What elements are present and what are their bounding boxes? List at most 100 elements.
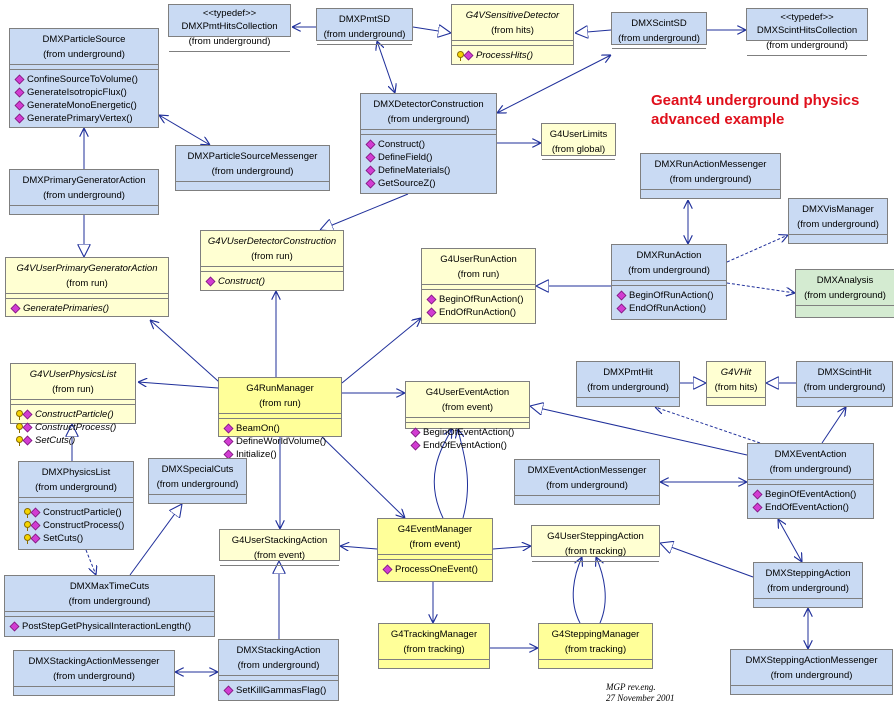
- class-stereotype: <<typedef>>: [202, 8, 257, 19]
- class-box-steppingManager[interactable]: G4SteppingManager (from tracking): [538, 623, 653, 669]
- key-icon: [16, 422, 23, 433]
- class-package: (from run): [251, 251, 293, 262]
- public-method-icon: [30, 520, 41, 531]
- class-package: (from tracking): [403, 644, 465, 655]
- operation-name: BeginOfRunAction(): [629, 290, 714, 301]
- class-box-trackingManager[interactable]: G4TrackingManager (from tracking): [378, 623, 490, 669]
- class-box-scintSD[interactable]: DMXScintSD(from underground): [611, 12, 707, 49]
- class-box-userRunAction[interactable]: G4UserRunAction(from run)BeginOfRunActio…: [421, 248, 536, 324]
- relation-runmanager-eventmanager: [321, 436, 405, 518]
- class-header: G4RunManager(from run): [219, 378, 341, 413]
- class-package: (from run): [259, 398, 301, 409]
- class-box-pmtHit[interactable]: DMXPmtHit(from underground): [576, 361, 680, 407]
- class-box-runAction[interactable]: DMXRunAction(from underground)BeginOfRun…: [611, 244, 727, 320]
- class-box-userEventAction[interactable]: G4UserEventAction(from event) BeginOfEven…: [405, 381, 530, 451]
- public-method-icon: [365, 152, 376, 163]
- class-header: G4UserEventAction(from event): [406, 382, 529, 417]
- class-name: DMXSpecialCuts: [161, 464, 234, 475]
- class-name: G4UserSteppingAction: [547, 531, 644, 542]
- attributes-compartment: [14, 686, 174, 691]
- attributes-compartment: [542, 159, 615, 164]
- relation-source-messenger-link: [159, 115, 210, 145]
- class-header: G4UserStackingAction(from event): [220, 530, 339, 565]
- class-package: (from underground): [803, 382, 886, 393]
- class-name: DMXScintHit: [817, 367, 872, 378]
- class-box-particleSource[interactable]: DMXParticleSource(from underground)Confi…: [9, 28, 159, 128]
- class-header: G4EventManager(from event): [378, 519, 492, 554]
- class-package: (from underground): [766, 40, 848, 51]
- public-method-icon: [9, 621, 20, 632]
- operation-name: Initialize(): [236, 449, 277, 460]
- attributes-compartment: [219, 413, 341, 418]
- class-box-vHit[interactable]: G4VHit(from hits): [706, 361, 766, 406]
- title-line-2: advanced example: [651, 111, 785, 128]
- relation-eventaction-to-pmthit: [655, 407, 761, 444]
- public-method-icon: [365, 139, 376, 150]
- class-box-eventAction[interactable]: DMXEventAction(from underground)BeginOfE…: [747, 443, 874, 519]
- class-box-detectorConstruction[interactable]: DMXDetectorConstruction(from underground…: [360, 93, 497, 194]
- class-box-userStackingAction[interactable]: G4UserStackingAction(from event): [219, 529, 340, 566]
- attributes-compartment: [219, 675, 338, 680]
- class-box-maxTimeCuts[interactable]: DMXMaxTimeCuts(from underground)PostStep…: [4, 575, 215, 637]
- operation: ConstructProcess(): [16, 421, 131, 434]
- class-box-physicsList[interactable]: DMXPhysicsList(from underground)Construc…: [18, 461, 134, 550]
- operation-name: SetCuts(): [35, 435, 76, 446]
- relation-physicslist-to-maxtimecuts: [85, 549, 96, 575]
- class-box-stackingActionMessenger[interactable]: DMXStackingActionMessenger(from undergro…: [13, 650, 175, 696]
- attributes-compartment: [539, 659, 652, 664]
- class-box-analysis[interactable]: DMXAnalysis(from underground): [795, 269, 894, 318]
- class-box-scintHit[interactable]: DMXScintHit (from underground): [796, 361, 893, 407]
- operation: BeginOfEventAction(): [752, 488, 869, 501]
- class-name: G4TrackingManager: [390, 629, 478, 640]
- class-box-pmtHitsCollection[interactable]: <<typedef>>DMXPmtHitsCollection(from und…: [168, 4, 291, 52]
- operation: BeginOfEventAction(): [410, 426, 525, 439]
- class-package: (from tracking): [564, 644, 627, 655]
- public-method-icon: [616, 290, 627, 301]
- class-package: (from underground): [804, 290, 886, 301]
- diagram-title: Geant4 underground physics advanced exam…: [651, 91, 859, 129]
- class-box-userPhysicsList[interactable]: G4VUserPhysicsList(from run)ConstructPar…: [10, 363, 136, 446]
- class-box-scintHitsCollection[interactable]: <<typedef>>DMXScintHitsCollection(from u…: [746, 8, 868, 56]
- class-box-specialCuts[interactable]: DMXSpecialCuts(from underground): [148, 458, 247, 504]
- class-box-userDetectorConstruction[interactable]: G4VUserDetectorConstruction(from run)Con…: [200, 230, 344, 291]
- relation-eventmanager-stepping: [493, 546, 531, 549]
- class-name: DMXScintHitsCollection: [756, 25, 858, 36]
- class-box-primaryGeneratorAction[interactable]: DMXPrimaryGeneratorAction(from undergrou…: [9, 169, 159, 215]
- class-box-runActionMessenger[interactable]: DMXRunActionMessenger(from underground): [640, 153, 781, 199]
- class-box-sensitiveDetector[interactable]: G4VSensitiveDetector(from hits)ProcessHi…: [451, 4, 574, 65]
- class-package: (from event): [409, 539, 461, 550]
- relation-steppingmanager-steppingaction: [572, 557, 582, 623]
- class-box-steppingActionMessenger[interactable]: DMXSteppingActionMessenger(from undergro…: [730, 649, 893, 695]
- class-box-steppingAction[interactable]: DMXSteppingAction(from underground): [753, 562, 863, 608]
- class-box-userPrimaryGeneratorAction[interactable]: G4VUserPrimaryGeneratorAction(from run)G…: [5, 257, 169, 317]
- class-package: (from underground): [387, 114, 470, 125]
- class-package: (from underground): [770, 670, 853, 681]
- class-box-eventManager[interactable]: G4EventManager(from event)ProcessOneEven…: [377, 518, 493, 582]
- operation-name: GeneratePrimaryVertex(): [27, 113, 133, 124]
- attributes-compartment: [317, 44, 412, 49]
- class-package: (from underground): [628, 265, 710, 276]
- class-header: G4UserRunAction(from run): [422, 249, 535, 284]
- class-name: G4VHit: [720, 367, 752, 378]
- public-method-icon: [426, 307, 437, 318]
- class-box-runManager[interactable]: G4RunManager(from run)BeamOn()DefineWorl…: [218, 377, 342, 460]
- class-box-eventActionMessenger[interactable]: DMXEventActionMessenger(from underground…: [514, 459, 660, 505]
- attributes-compartment: [422, 284, 535, 289]
- class-box-pmtSD[interactable]: DMXPmtSD(from underground): [316, 8, 413, 45]
- operation: GenerateIsotropicFlux(): [14, 86, 154, 99]
- class-box-userSteppingAction[interactable]: G4UserSteppingAction(from tracking): [531, 525, 660, 562]
- attributes-compartment: [11, 399, 135, 404]
- attributes-compartment: [754, 598, 862, 603]
- public-method-icon: [22, 422, 33, 433]
- class-header: DMXScintSD(from underground): [612, 13, 706, 48]
- class-box-userLimits[interactable]: G4UserLimits(from global): [541, 123, 616, 160]
- class-package: (from event): [253, 550, 306, 561]
- public-method-icon: [30, 507, 41, 518]
- class-box-stackingAction[interactable]: DMXStackingAction(from underground)SetKi…: [218, 639, 339, 701]
- class-box-particleSourceMessenger[interactable]: DMXParticleSourceMessenger(from undergro…: [175, 145, 330, 191]
- class-header: DMXDetectorConstruction(from underground…: [361, 94, 496, 129]
- class-header: G4UserSteppingAction(from tracking): [532, 526, 659, 561]
- class-box-visManager[interactable]: DMXVisManager(from underground): [788, 198, 888, 244]
- class-package: (from underground): [188, 36, 271, 47]
- class-name: G4SteppingManager: [551, 629, 640, 640]
